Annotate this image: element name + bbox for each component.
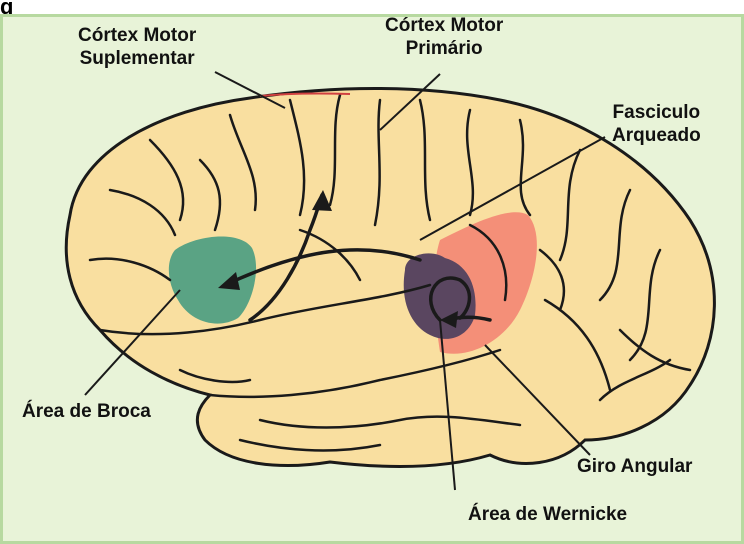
broca-area-label: Área de Broca xyxy=(22,400,151,423)
primary-motor-line-1: Córtex Motor xyxy=(385,14,503,37)
arcuate-fasciculus-line-1: Fasciculo xyxy=(612,101,701,124)
primary-motor-cortex-label: Córtex Motor Primário xyxy=(385,14,503,60)
angular-gyrus-label: Giro Angular xyxy=(577,455,692,478)
wernicke-area-label: Área de Wernicke xyxy=(468,503,627,526)
arcuate-fasciculus-line-2: Arqueado xyxy=(612,124,701,147)
arcuate-fasciculus-label: Fasciculo Arqueado xyxy=(612,101,701,147)
primary-motor-line-2: Primário xyxy=(385,37,503,60)
supplementary-motor-cortex-label: Córtex Motor Suplementar xyxy=(78,24,196,70)
supplementary-motor-line-2: Suplementar xyxy=(78,47,196,70)
supplementary-motor-line-1: Córtex Motor xyxy=(78,24,196,47)
